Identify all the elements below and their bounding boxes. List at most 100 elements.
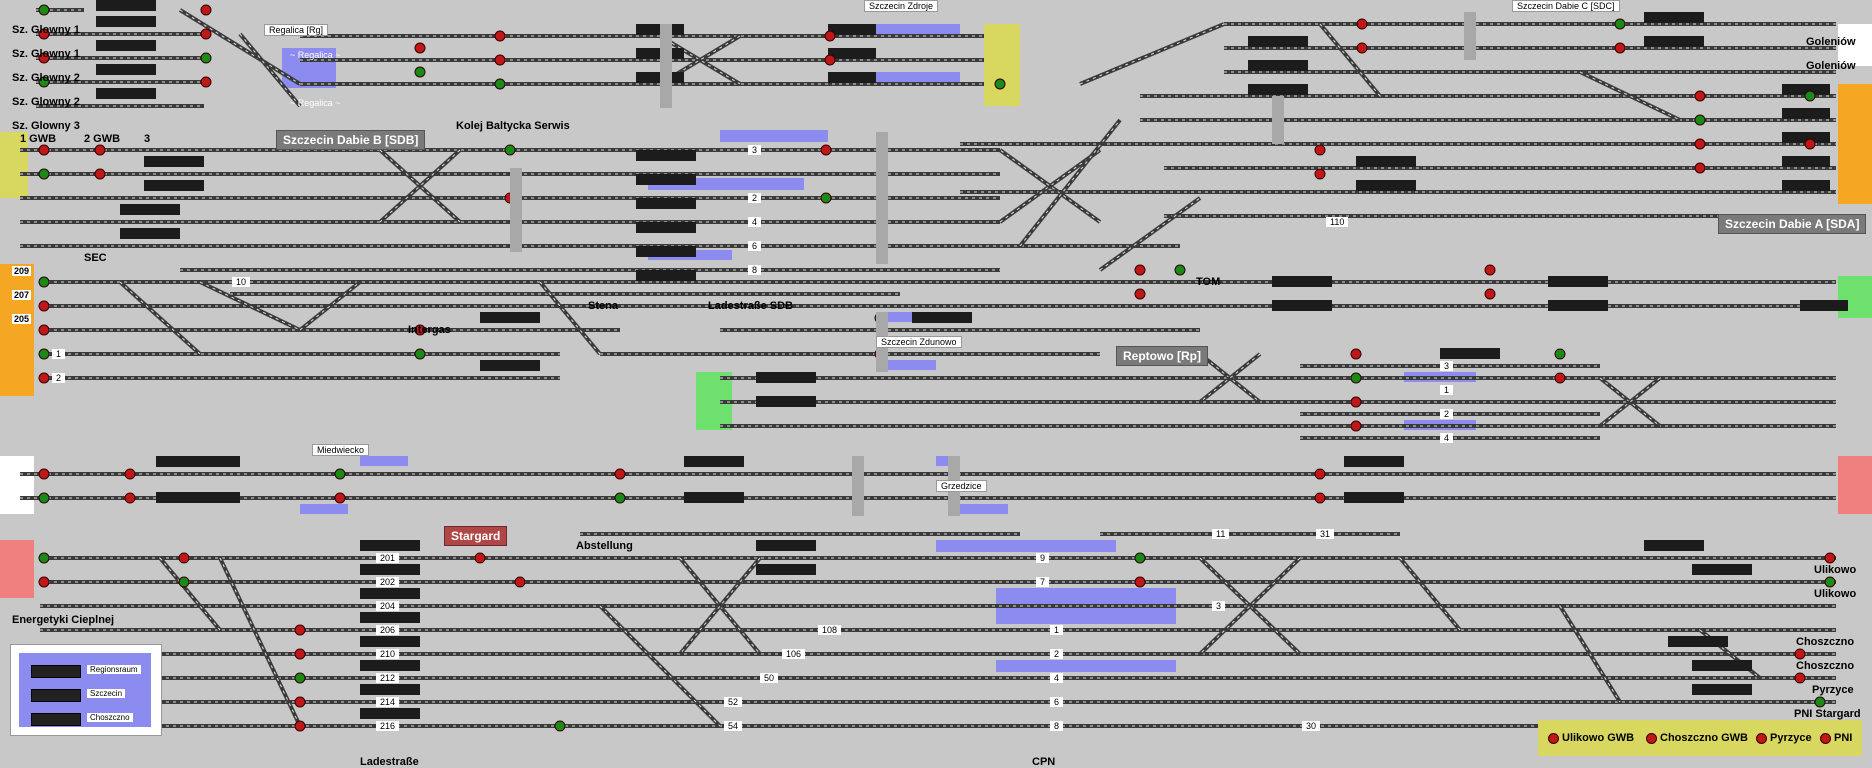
train-number-block[interactable] [96,0,156,11]
signal-light[interactable] [1356,18,1368,30]
signal-light[interactable] [514,576,526,588]
signal-light[interactable] [554,720,566,732]
signal-light[interactable] [494,78,506,90]
train-number-block[interactable] [636,222,696,233]
signal-light[interactable] [1824,552,1836,564]
train-number-block[interactable] [96,16,156,27]
signal-light[interactable] [1350,348,1362,360]
station-zdunowo[interactable]: Szczecin Zdunowo [876,336,962,348]
signal-light[interactable] [414,348,426,360]
signal-light[interactable] [1350,372,1362,384]
signal-light[interactable] [1804,138,1816,150]
signal-light[interactable] [38,552,50,564]
train-number-block[interactable] [360,612,420,623]
signal-light[interactable] [124,468,136,480]
signal-light[interactable] [474,552,486,564]
signal-light[interactable] [38,168,50,180]
train-number-block[interactable] [756,372,816,383]
gwb-ulikowo[interactable]: Ulikowo GWB [1562,732,1635,744]
train-number-block[interactable] [360,636,420,647]
train-number-block[interactable] [828,48,876,59]
gwb-pyrzyce[interactable]: Pyrzyce [1770,732,1812,744]
signal-light[interactable] [994,78,1006,90]
dest-choszczno-1[interactable]: Choszczno [1796,636,1855,648]
train-number-block[interactable] [1644,12,1704,23]
signal-light[interactable] [1694,90,1706,102]
train-number-block[interactable] [1272,276,1332,287]
train-number-block[interactable] [684,492,744,503]
place-ladestrasse-sdb[interactable]: Ladestraße SDB [708,300,793,312]
signal-light[interactable] [1314,492,1326,504]
train-number-block[interactable] [1548,276,1608,287]
signal-light[interactable] [38,576,50,588]
train-number-block[interactable] [1356,156,1416,167]
train-number-block[interactable] [636,246,696,257]
signal-dot[interactable] [1646,733,1657,744]
train-number-block[interactable] [636,198,696,209]
signal-light[interactable] [38,300,50,312]
signal-light[interactable] [200,4,212,16]
train-number-block[interactable] [360,540,420,551]
signal-light[interactable] [1804,90,1816,102]
signal-light[interactable] [494,30,506,42]
signal-light[interactable] [1694,138,1706,150]
train-number-block[interactable] [360,708,420,719]
train-number-block[interactable] [1356,180,1416,191]
signal-light[interactable] [124,492,136,504]
signal-light[interactable] [1694,114,1706,126]
train-number-block[interactable] [1644,36,1704,47]
signal-light[interactable] [824,54,836,66]
gwb-choszczno[interactable]: Choszczno GWB [1660,732,1748,744]
signal-light[interactable] [414,42,426,54]
train-number-block[interactable] [156,456,240,467]
train-number-block[interactable] [1248,84,1308,95]
train-number-block[interactable] [96,40,156,51]
gwb-label-1[interactable]: 1 GWB [20,133,57,145]
train-number-block[interactable] [1782,132,1830,143]
signal-light[interactable] [38,52,50,64]
signal-light[interactable] [38,468,50,480]
signal-light[interactable] [178,552,190,564]
train-number-block[interactable] [1782,180,1830,191]
station-sda[interactable]: Szczecin Dabie A [SDA] [1718,214,1867,234]
train-number-block[interactable] [1344,456,1404,467]
signal-light[interactable] [1174,264,1186,276]
train-number-block[interactable] [636,270,696,281]
train-number-block[interactable] [1668,636,1728,647]
train-number-block[interactable] [480,312,540,323]
signal-light[interactable] [1484,288,1496,300]
signal-light[interactable] [1814,696,1826,708]
train-number-block[interactable] [756,540,816,551]
signal-light[interactable] [38,276,50,288]
signal-light[interactable] [1554,348,1566,360]
train-number-block[interactable] [684,456,744,467]
place-ladestrasse[interactable]: Ladestraße [360,756,419,768]
signal-light[interactable] [1134,576,1146,588]
signal-light[interactable] [38,492,50,504]
signal-light[interactable] [504,144,516,156]
signal-light[interactable] [294,696,306,708]
signal-light[interactable] [1824,576,1836,588]
dest-choszczno-2[interactable]: Choszczno [1796,660,1855,672]
dest-pyrzyce[interactable]: Pyrzyce [1812,684,1854,696]
train-number-block[interactable] [1548,300,1608,311]
signal-light[interactable] [614,492,626,504]
gwb-label-3[interactable]: 3 [144,133,151,145]
signal-light[interactable] [200,52,212,64]
signal-light[interactable] [494,54,506,66]
train-number-block[interactable] [1782,108,1830,119]
place-intergas[interactable]: Intergas [408,324,451,336]
station-regalica[interactable]: Regalica [Rg] [264,24,329,36]
signal-light[interactable] [614,468,626,480]
train-number-block[interactable] [828,24,876,35]
signal-light[interactable] [1350,420,1362,432]
train-number-block[interactable] [156,492,240,503]
train-number-block[interactable] [1272,300,1332,311]
train-number-block[interactable] [96,88,156,99]
signal-light[interactable] [294,672,306,684]
gwb-label-2[interactable]: 2 GWB [84,133,121,145]
train-number-block[interactable] [360,684,420,695]
place-cpn[interactable]: CPN [1032,756,1056,768]
signal-light[interactable] [1134,288,1146,300]
signal-dot[interactable] [1820,733,1831,744]
